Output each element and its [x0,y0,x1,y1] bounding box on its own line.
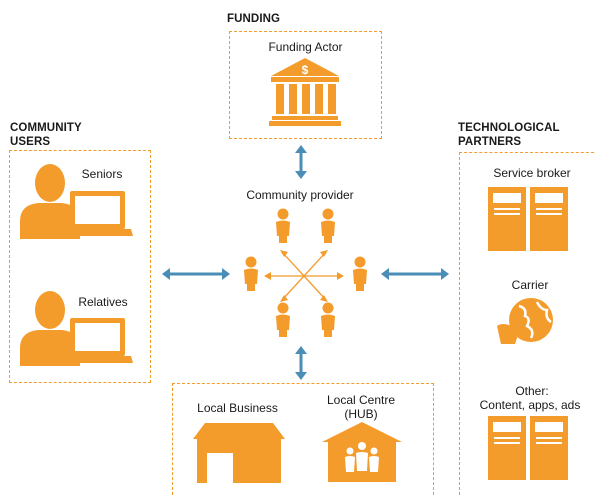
double-arrow-icon [295,346,307,380]
local-centre-label-line2: (HUB) [344,407,378,421]
local-box [172,383,434,495]
local-centre-label-line1: Local Centre [326,393,396,407]
community-users-box [9,150,151,383]
service-broker-label: Service broker [493,166,571,180]
group-house-icon [322,422,402,482]
local-business-label: Local Business [197,401,278,415]
community-provider-label: Community provider [246,188,354,202]
person-icon [321,208,335,243]
tech-partners-box [459,152,594,495]
dollar-sign: $ [302,63,309,77]
bank-icon: $ [269,58,341,126]
server-icon [488,416,568,480]
shop-icon [193,423,285,483]
person-icon [244,256,258,291]
double-arrow-icon [162,268,230,280]
user-laptop-icon [20,291,133,366]
seniors-label: Seniors [81,167,123,181]
user-laptop-icon [20,164,133,239]
funding-actor-label: Funding Actor [268,40,343,54]
globe-hand-icon [497,298,553,344]
carrier-label: Carrier [511,278,549,292]
person-icon [353,256,367,291]
server-icon [488,187,568,251]
funding-box [229,31,382,139]
other-label-line1: Other: [515,384,549,398]
tech-partners-title-line1: TECHNOLOGICAL [458,122,560,134]
person-icon [276,302,290,337]
other-label-line2: Content, apps, ads [479,398,581,412]
relatives-label: Relatives [78,295,128,309]
funding-title: FUNDING [227,13,281,25]
person-icon [276,208,290,243]
double-arrow-icon [381,268,449,280]
community-users-title-line1: COMMUNITY [10,122,82,134]
community-users-title-line2: USERS [10,136,51,148]
community-network-icon [244,208,367,337]
double-arrow-icon [295,145,307,179]
person-icon [321,302,335,337]
tech-partners-title-line2: PARTNERS [458,136,522,148]
